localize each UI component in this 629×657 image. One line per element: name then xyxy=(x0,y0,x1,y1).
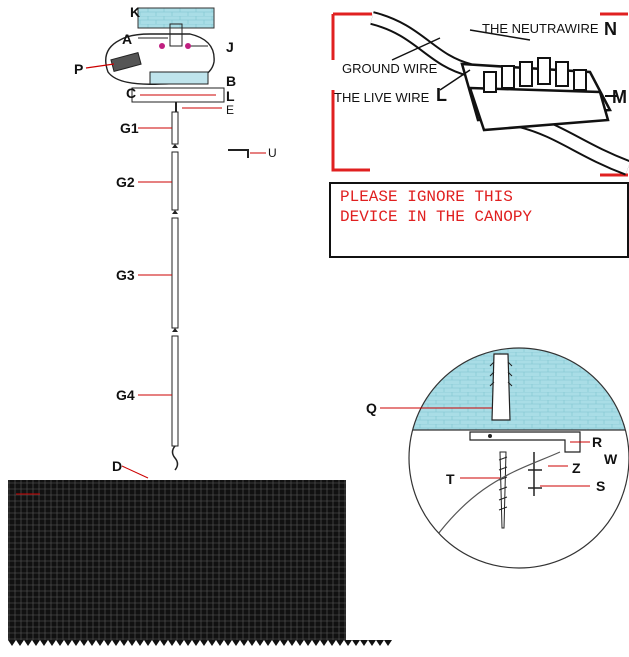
label-E: E xyxy=(226,103,235,117)
rod-G1 xyxy=(171,111,179,145)
label-U: U xyxy=(268,146,277,160)
screw-T xyxy=(499,451,507,529)
label-T: T xyxy=(446,471,455,487)
label-L: L xyxy=(226,88,235,104)
wall-plug-Q xyxy=(491,353,511,421)
set-screw-S xyxy=(528,452,542,496)
mount-bracket xyxy=(169,23,183,47)
mounting-detail xyxy=(380,347,629,569)
chain-hook xyxy=(171,445,179,471)
rod-G3 xyxy=(171,217,179,329)
terminal-block-P xyxy=(110,51,142,73)
label-M: M xyxy=(612,87,627,107)
label-C: C xyxy=(126,85,137,101)
label-G4: G4 xyxy=(116,387,135,403)
suspension-rods xyxy=(121,111,179,479)
label-B: B xyxy=(226,73,237,89)
label-K: K xyxy=(130,4,141,20)
notice-text: PLEASE IGNORE THIS DEVICE IN THE CANOPY xyxy=(340,187,532,227)
label-R: R xyxy=(592,434,603,450)
terminal-block-M xyxy=(460,57,618,132)
label-L-wire: L xyxy=(436,85,447,105)
label-N: N xyxy=(604,19,617,39)
notice-line-2: DEVICE IN THE CANOPY xyxy=(340,208,533,226)
rod-G4 xyxy=(171,335,179,447)
label-D: D xyxy=(112,458,123,474)
label-A: A xyxy=(122,31,133,47)
label-S: S xyxy=(596,478,606,494)
canopy-body-B xyxy=(149,71,209,85)
label-J: J xyxy=(226,39,234,55)
label-G1: G1 xyxy=(120,120,139,136)
neutral-wire-label: THE NEUTRAWIRE xyxy=(482,21,599,36)
screw-right-icon xyxy=(185,43,191,49)
canopy-assembly xyxy=(85,7,225,112)
notice-line-1: PLEASE IGNORE THIS xyxy=(340,188,513,206)
ground-wire-label: GROUND WIRE xyxy=(342,61,438,76)
label-P: P xyxy=(74,61,84,77)
live-wire-label: THE LIVE WIRE xyxy=(334,90,430,105)
label-G2: G2 xyxy=(116,174,135,190)
notice-box xyxy=(329,182,629,258)
cable-W xyxy=(419,451,561,561)
label-Q: Q xyxy=(366,400,377,416)
ceiling-plate xyxy=(137,7,215,29)
fringe-shade xyxy=(8,480,392,646)
label-Z: Z xyxy=(572,460,581,476)
wiring-detail xyxy=(331,11,629,177)
rod-G2 xyxy=(171,151,179,211)
screw-left-icon xyxy=(159,43,165,49)
label-W: W xyxy=(604,451,618,467)
bracket-R xyxy=(469,431,581,453)
part-U xyxy=(228,149,266,158)
label-G3: G3 xyxy=(116,267,135,283)
